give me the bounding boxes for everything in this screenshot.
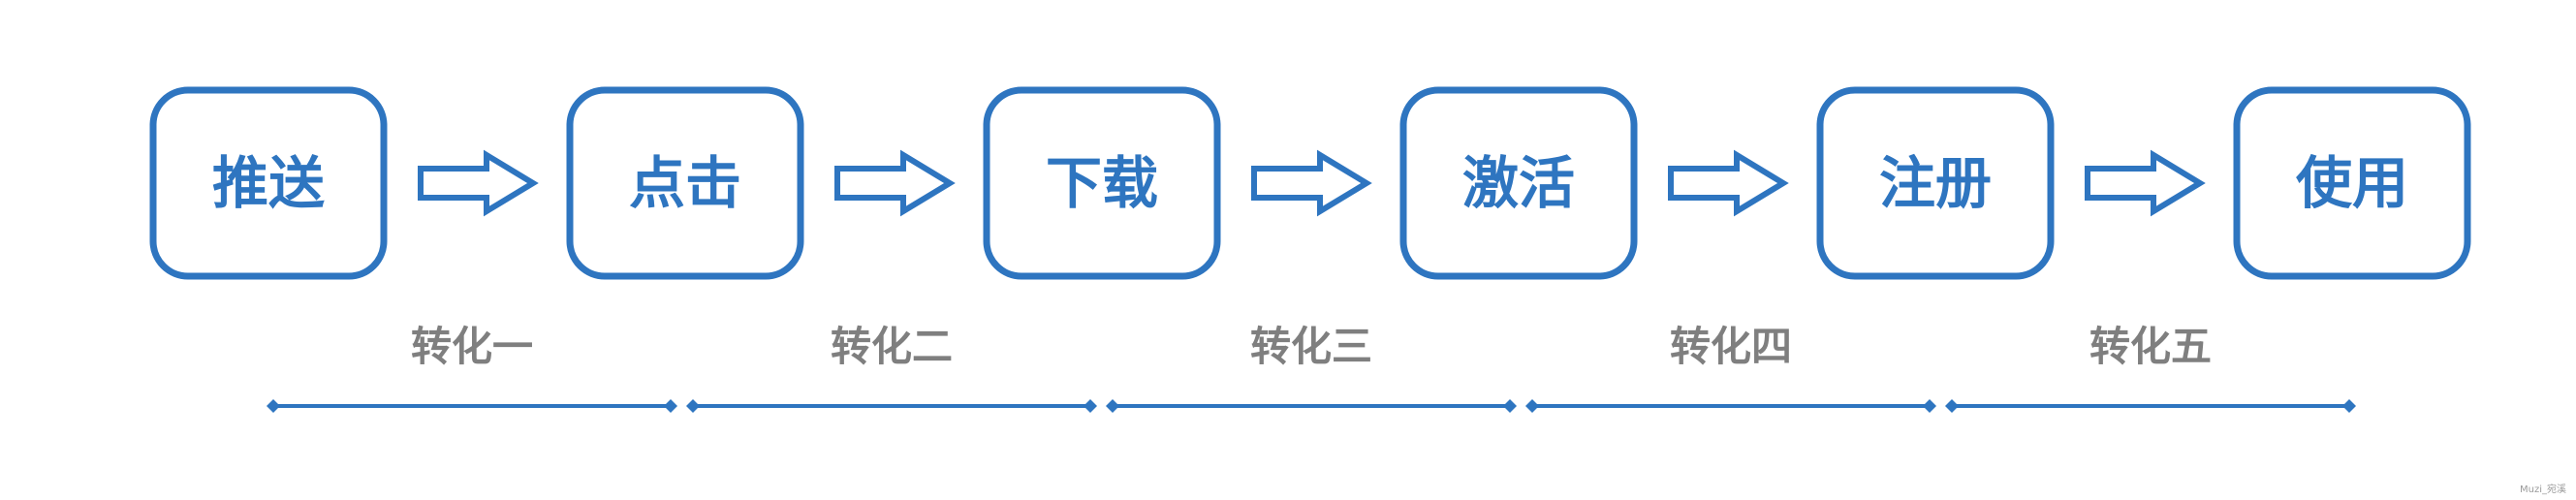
right-arrow-icon <box>1668 149 1789 217</box>
right-arrow-icon <box>1251 149 1372 217</box>
conversion-range: 转化三 <box>1106 323 1517 413</box>
diamond-icon <box>1525 399 1539 413</box>
conversion-range: 转化二 <box>686 323 1097 413</box>
step-node: 使用 <box>2233 86 2471 280</box>
diamond-icon <box>1106 399 1119 413</box>
step-node: 点击 <box>566 86 804 280</box>
step-node: 注册 <box>1816 86 2055 280</box>
conversion-range: 转化四 <box>1525 323 1936 413</box>
step-box <box>149 86 388 280</box>
conversion-label: 转化一 <box>411 323 533 370</box>
conversion-label: 转化五 <box>2089 323 2212 370</box>
right-arrow-icon <box>418 149 539 217</box>
diamond-icon <box>1503 399 1517 413</box>
step-label: 下载 <box>1046 150 1158 216</box>
steps-layer: 推送 点击 下载 激活 注册 使用 <box>149 86 2471 280</box>
right-arrow-icon <box>2085 149 2206 217</box>
conversion-label: 转化三 <box>1250 323 1372 370</box>
arrows-layer <box>418 149 2206 217</box>
step-box <box>566 86 804 280</box>
step-box <box>1816 86 2055 280</box>
conversions-layer: 转化一 转化二 转化三 转化四 转化五 <box>267 323 2356 413</box>
diamond-icon <box>1945 399 1959 413</box>
diamond-icon <box>267 399 280 413</box>
step-label: 推送 <box>212 150 325 216</box>
step-label: 使用 <box>2296 150 2408 216</box>
conversion-label: 转化二 <box>831 323 953 370</box>
conversion-range: 转化五 <box>1945 323 2356 413</box>
step-box <box>1399 86 1638 280</box>
step-box <box>2233 86 2471 280</box>
watermark-text: Muzi_宛溪 <box>2520 483 2566 495</box>
step-label: 激活 <box>1462 150 1575 216</box>
right-arrow-icon <box>834 149 956 217</box>
step-label: 点击 <box>629 150 741 216</box>
step-box <box>983 86 1221 280</box>
diamond-icon <box>664 399 677 413</box>
diamond-icon <box>2342 399 2356 413</box>
step-node: 推送 <box>149 86 388 280</box>
step-node: 激活 <box>1399 86 1638 280</box>
diamond-icon <box>686 399 700 413</box>
step-node: 下载 <box>983 86 1221 280</box>
diamond-icon <box>1084 399 1097 413</box>
conversion-label: 转化四 <box>1670 323 1792 370</box>
conversion-range: 转化一 <box>267 323 677 413</box>
step-label: 注册 <box>1879 150 1992 216</box>
diamond-icon <box>1923 399 1936 413</box>
